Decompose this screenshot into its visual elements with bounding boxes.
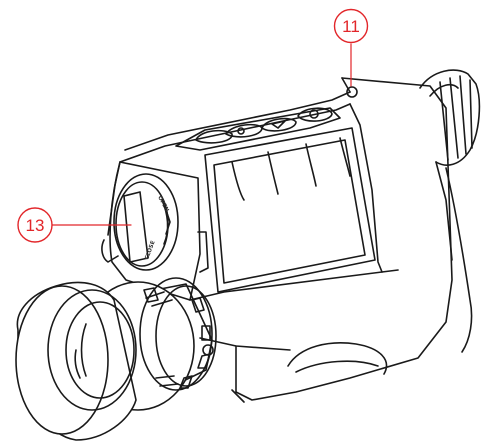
rear-focus-ring [419, 69, 481, 353]
button-right[interactable] [261, 117, 297, 132]
button-left[interactable] [195, 129, 233, 144]
callout-13: 13 [17, 207, 132, 243]
callout-13-label: 13 [26, 216, 45, 235]
eyecup [15, 281, 137, 441]
top-buttons [175, 107, 341, 151]
callout-11: 11 [333, 8, 369, 87]
battery-compartment [101, 161, 209, 301]
device-body [107, 77, 453, 401]
battery-door[interactable] [115, 181, 169, 267]
lens-glass [47, 289, 137, 411]
focus-ring[interactable] [139, 277, 213, 391]
status-indicator [346, 86, 358, 98]
button-power[interactable] [297, 107, 333, 122]
callout-11-label: 11 [342, 17, 360, 36]
battery-door-open-label: OPEN [156, 195, 169, 213]
